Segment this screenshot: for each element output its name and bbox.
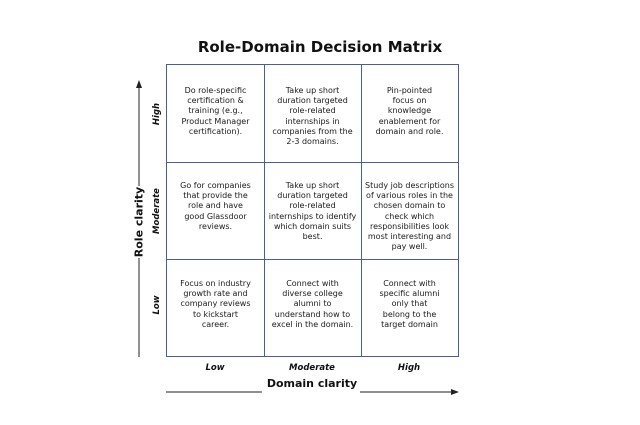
decision-matrix-grid: Do role-specific certification & trainin… [166,64,459,357]
x-axis-arrow [166,389,459,395]
grid-divider-vertical-1 [264,65,266,356]
cell-low-role-low-domain: Focus on industry growth rate and compan… [180,279,251,329]
col-label-moderate: Moderate [289,363,335,373]
col-label-high: High [397,363,421,373]
grid-divider-vertical-2 [361,65,363,356]
grid-divider-horizontal-2 [167,259,458,261]
grid-divider-horizontal-1 [167,162,458,164]
cell-low-role-high-domain: Connect with specific alumni only that b… [379,279,440,329]
col-label-low: Low [205,363,225,373]
cell-high-role-moderate-domain: Take up short duration targeted role-rel… [272,86,353,147]
arrow-right-icon [451,389,459,395]
arrow-up-icon [136,80,142,88]
cell-high-role-low-domain: Do role-specific certification & trainin… [181,86,250,136]
cell-moderate-role-moderate-domain: Take up short duration targeted role-rel… [268,181,357,242]
cell-moderate-role-low-domain: Go for companies that provide the role a… [180,181,251,231]
cell-moderate-role-high-domain: Study job descriptions of various roles … [364,181,455,252]
matrix-title: Role-Domain Decision Matrix [197,38,443,56]
y-axis-arrow [136,80,142,357]
cell-low-role-moderate-domain: Connect with diverse college alumni to u… [271,279,354,329]
cell-high-role-high-domain: Pin-pointed focus on knowledge enablemen… [375,86,444,136]
x-axis-title: Domain clarity [266,377,358,390]
